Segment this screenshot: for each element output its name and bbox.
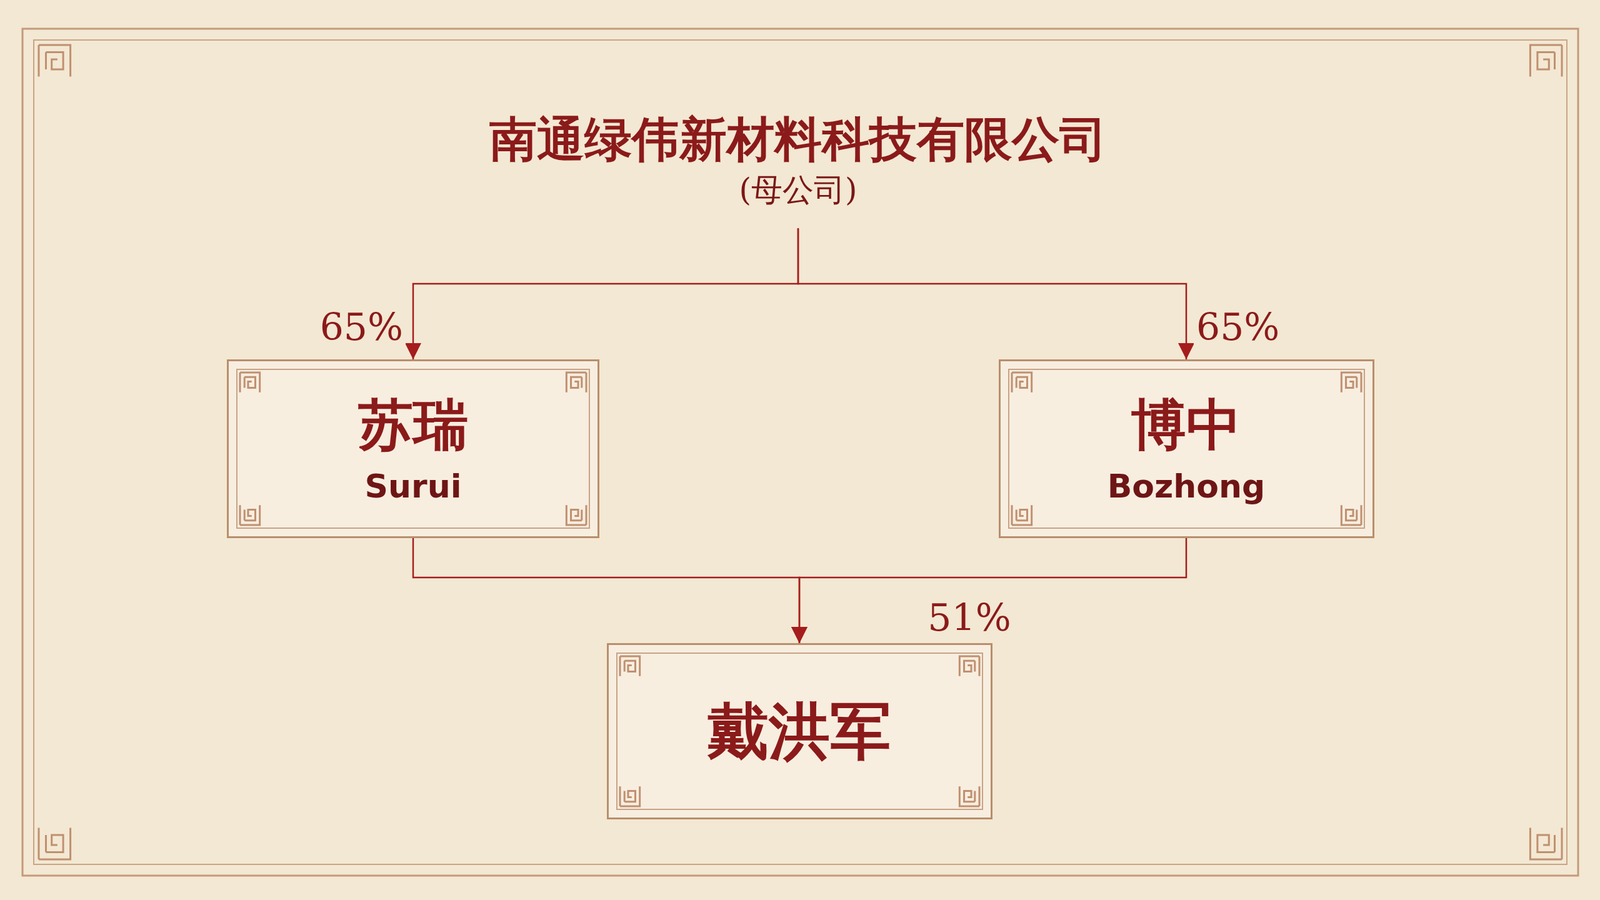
corner-meander xyxy=(38,827,71,860)
corner-meander xyxy=(1530,45,1562,77)
corner-meander xyxy=(240,505,260,525)
subsidiary-box: 苏瑞 Surui xyxy=(226,359,600,539)
node-subtitle: Surui xyxy=(365,466,462,506)
subsidiary-box: 博中 Bozhong xyxy=(998,359,1375,539)
ownership-connector xyxy=(799,538,1187,644)
node-title: 苏瑞 xyxy=(358,391,469,459)
ownership-connector xyxy=(413,538,800,644)
node-title: 博中 xyxy=(1131,391,1242,459)
share-percentage: 65% xyxy=(317,306,406,348)
parent-company: 南通绿伟新材料科技有限公司(母公司) xyxy=(486,105,1110,215)
node-subtitle: Bozhong xyxy=(1107,466,1266,506)
corner-ornaments xyxy=(38,45,1562,860)
corner-meander xyxy=(1341,505,1362,525)
corner-meander xyxy=(38,45,71,77)
corner-meander xyxy=(959,786,980,807)
ownership-connector xyxy=(798,228,1187,360)
corner-meander xyxy=(620,656,640,677)
node-subtitle: (母公司) xyxy=(738,171,857,209)
person-box: 戴洪军 xyxy=(606,643,993,820)
node-title: 南通绿伟新材料科技有限公司 xyxy=(489,110,1107,168)
corner-meander xyxy=(1011,505,1032,525)
corner-meander xyxy=(1011,372,1032,393)
corner-meander xyxy=(1341,372,1362,393)
corner-meander xyxy=(620,786,640,807)
outer-border xyxy=(22,28,1579,876)
node-title: 戴洪军 xyxy=(707,694,892,769)
corner-meander xyxy=(959,656,980,677)
corner-meander xyxy=(566,505,587,525)
share-percentage: 65% xyxy=(1193,306,1282,348)
corner-meander xyxy=(1530,827,1562,860)
corner-meander xyxy=(566,372,587,393)
corner-meander xyxy=(240,372,260,393)
share-percentage: 51% xyxy=(925,596,1014,639)
inner-border xyxy=(33,40,1567,865)
ownership-connector xyxy=(413,228,799,360)
